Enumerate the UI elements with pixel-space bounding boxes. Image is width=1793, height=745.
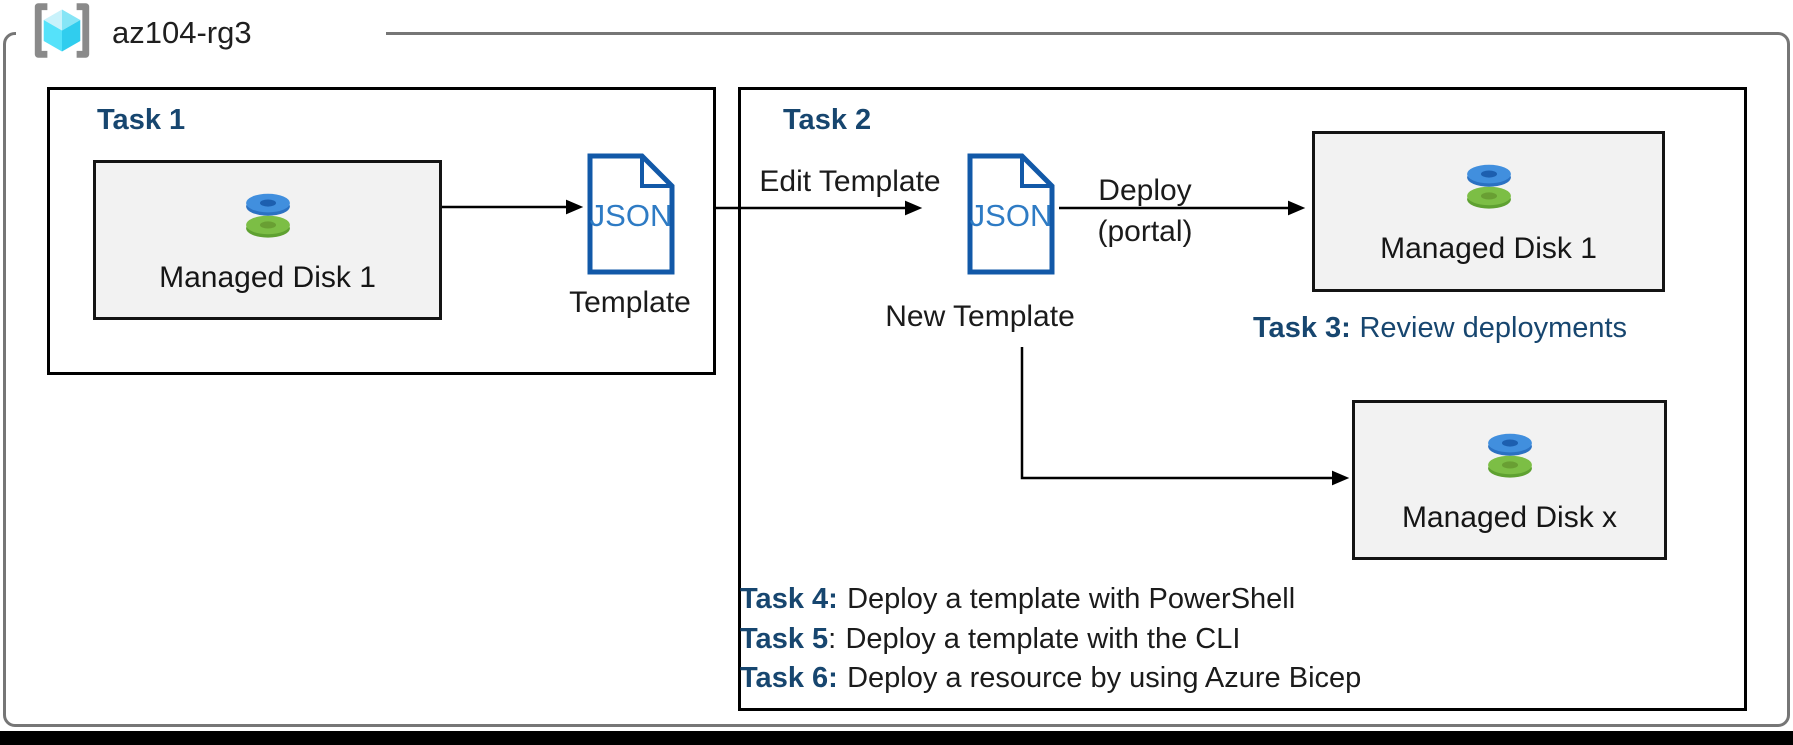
json-template-icon: JSON bbox=[586, 153, 676, 281]
task2-managed-diskx-box: Managed Disk x bbox=[1352, 400, 1667, 560]
task6-line: Task 6: Deploy a resource by using Azure … bbox=[740, 659, 1361, 699]
template-label: Template bbox=[569, 286, 691, 319]
task6-text: Deploy a resource by using Azure Bicep bbox=[847, 662, 1362, 694]
edit-template-label: Edit Template bbox=[759, 165, 941, 198]
managed-disk-label: Managed Disk 1 bbox=[1380, 232, 1597, 265]
managed-disk-label: Managed Disk 1 bbox=[159, 261, 376, 294]
task3-text: Review deployments bbox=[1359, 312, 1628, 344]
managed-disk-label: Managed Disk x bbox=[1401, 501, 1618, 534]
task5-text: Deploy a template with the CLI bbox=[845, 622, 1241, 655]
task3-line: Task 3:Review deployments bbox=[1253, 312, 1627, 345]
managed-disk-icon bbox=[241, 189, 295, 244]
new-template-label: New Template bbox=[885, 300, 1075, 333]
json-label: JSON bbox=[590, 198, 673, 233]
task1-managed-disk-box: Managed Disk 1 bbox=[93, 160, 442, 320]
managed-disk-icon bbox=[1483, 429, 1537, 484]
resource-group-name: az104-rg3 bbox=[112, 15, 252, 50]
task-list: Task 4: Deploy a template with PowerShell… bbox=[740, 580, 1361, 699]
resource-group-boundary bbox=[3, 32, 1790, 727]
json-new-template-icon: JSON bbox=[966, 153, 1056, 281]
bottom-black-bar bbox=[0, 731, 1793, 745]
resource-group-icon bbox=[30, 2, 94, 64]
task6-prefix: Task 6: bbox=[740, 662, 838, 694]
deploy-label-line1: Deploy bbox=[1098, 174, 1192, 207]
managed-disk-icon bbox=[1462, 160, 1516, 215]
task1-title: Task 1 bbox=[97, 104, 186, 136]
task5-prefix: Task 5 bbox=[740, 622, 829, 655]
task4-text: Deploy a template with PowerShell bbox=[847, 583, 1296, 615]
task2-title: Task 2 bbox=[783, 104, 872, 136]
task4-line: Task 4: Deploy a template with PowerShell bbox=[740, 580, 1361, 620]
task5-line: Task 5:Deploy a template with the CLI bbox=[740, 622, 1241, 655]
task4-prefix: Task 4: bbox=[740, 583, 838, 615]
deploy-label-line2: (portal) bbox=[1097, 215, 1193, 248]
task2-managed-disk1-box: Managed Disk 1 bbox=[1312, 131, 1665, 292]
json-label: JSON bbox=[970, 198, 1053, 233]
deploy-portal-label: Deploy (portal) bbox=[1058, 170, 1232, 252]
resource-group-header: az104-rg3 bbox=[16, 2, 386, 64]
task3-prefix: Task 3: bbox=[1253, 312, 1351, 344]
